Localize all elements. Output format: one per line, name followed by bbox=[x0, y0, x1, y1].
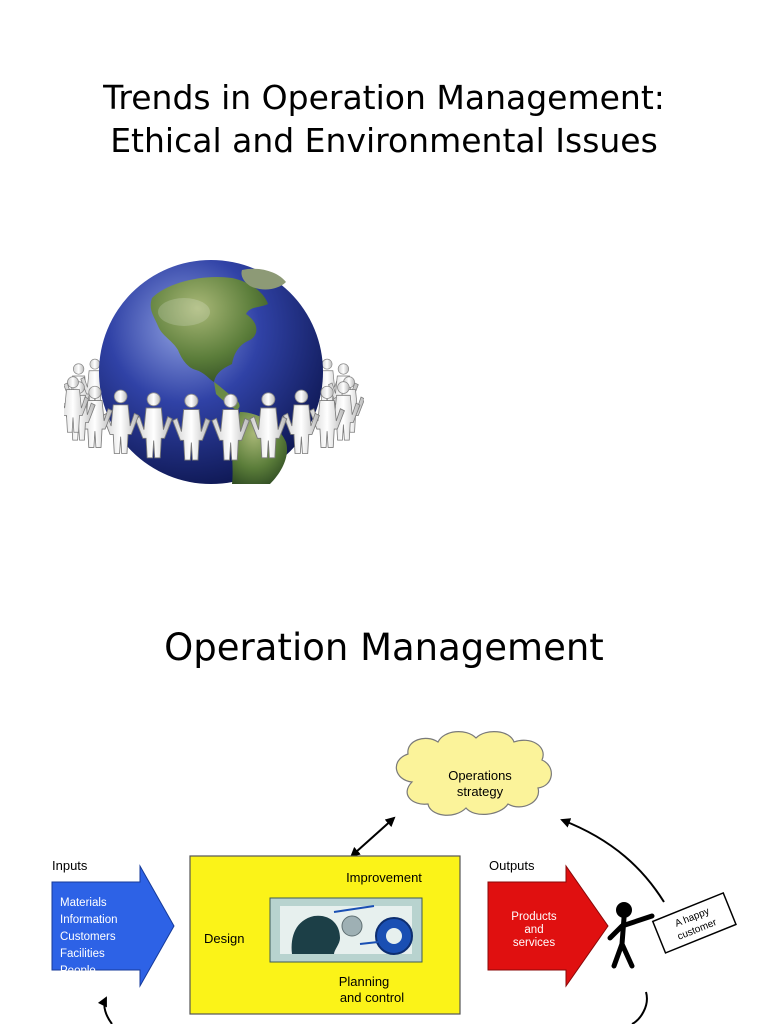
slide-1-title: Trends in Operation Management: Ethical … bbox=[0, 76, 768, 162]
front-people-ring bbox=[64, 376, 364, 461]
input-item: Facilities bbox=[60, 948, 105, 960]
output-item: Products bbox=[511, 911, 557, 923]
output-item: services bbox=[513, 937, 555, 949]
happy-customer-figure: A happy customer bbox=[607, 891, 737, 969]
design-label: Design bbox=[204, 931, 244, 946]
connector-lines bbox=[333, 905, 379, 945]
output-item: and bbox=[524, 924, 543, 936]
person-icon bbox=[309, 385, 345, 448]
feedback-arrow-right bbox=[631, 991, 648, 1024]
small-gear-icon bbox=[341, 915, 363, 937]
outputs-arrow bbox=[487, 864, 609, 988]
globe-highlight bbox=[158, 298, 210, 326]
input-item: Materials bbox=[60, 897, 107, 909]
planning-label-1: Planning bbox=[339, 974, 390, 989]
slide-2-title: Operation Management bbox=[164, 626, 604, 669]
slide-1-title-line-1: Trends in Operation Management: bbox=[103, 78, 665, 117]
input-item: Information bbox=[60, 914, 118, 926]
person-icon bbox=[172, 393, 211, 461]
feedback-arrow-left bbox=[97, 996, 113, 1024]
person-icon bbox=[211, 393, 250, 461]
slide-1: Trends in Operation Management: Ethical … bbox=[0, 76, 768, 484]
inputs-arrow bbox=[51, 864, 175, 988]
planning-label-2: and control bbox=[340, 990, 404, 1005]
input-item: Customers bbox=[60, 931, 116, 943]
customer-to-strategy-arrow bbox=[560, 818, 665, 903]
person-icon bbox=[282, 389, 320, 454]
strategy-process-arrow bbox=[350, 816, 396, 858]
north-america-landmass bbox=[150, 276, 268, 382]
head-silhouette-icon bbox=[291, 915, 340, 954]
globe-with-people-illustration bbox=[64, 260, 364, 484]
happy-customer-sign: A happy customer bbox=[651, 891, 737, 954]
slide-1-title-line-2: Ethical and Environmental Issues bbox=[110, 121, 658, 160]
gears-and-head-clipart bbox=[269, 897, 423, 963]
greenland-landmass bbox=[241, 268, 286, 290]
inputs-heading: Inputs bbox=[52, 858, 88, 873]
operations-strategy-label-2: strategy bbox=[457, 784, 504, 799]
input-item: People bbox=[60, 965, 96, 977]
gear-hub-icon bbox=[386, 928, 402, 944]
operations-strategy-cloud: Operations strategy bbox=[395, 731, 552, 816]
person-icon bbox=[64, 376, 90, 433]
person-icon bbox=[249, 392, 288, 459]
operations-strategy-label-1: Operations bbox=[448, 768, 512, 783]
slide-2: Operation Management Operations strategy… bbox=[0, 512, 768, 1024]
outputs-heading: Outputs bbox=[489, 858, 535, 873]
operations-management-diagram: Operations strategy Improvement Design P… bbox=[51, 731, 737, 1024]
improvement-label: Improvement bbox=[346, 870, 422, 885]
